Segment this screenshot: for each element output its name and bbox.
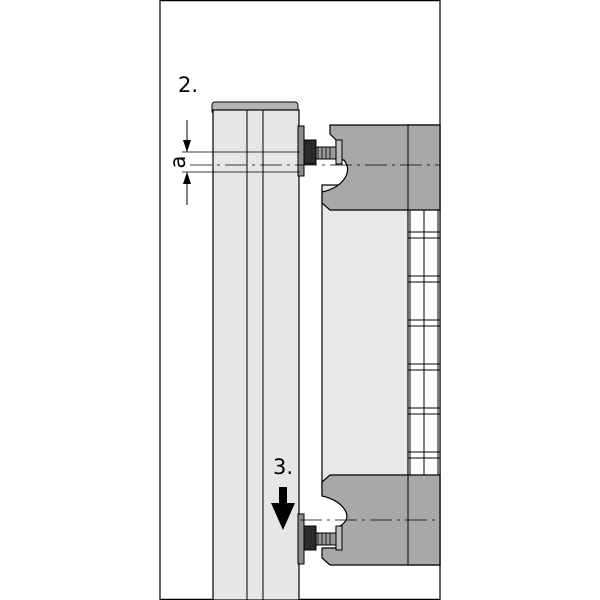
panel-plate	[321, 184, 411, 496]
upper-bracket	[321, 124, 441, 211]
dimension-arrow-icon	[183, 120, 191, 205]
step-2-label: 2.	[178, 73, 198, 97]
post-body	[212, 109, 300, 600]
panel-mesh	[408, 210, 440, 475]
upper-bolt-icon	[297, 125, 343, 177]
dimension-a: a	[166, 120, 300, 205]
lower-bolt-icon	[297, 513, 343, 565]
down-arrow-icon	[271, 487, 295, 530]
dimension-label: a	[166, 156, 190, 169]
post	[211, 101, 300, 600]
fence-panel	[321, 124, 441, 566]
step-3-label: 3.	[273, 455, 293, 479]
